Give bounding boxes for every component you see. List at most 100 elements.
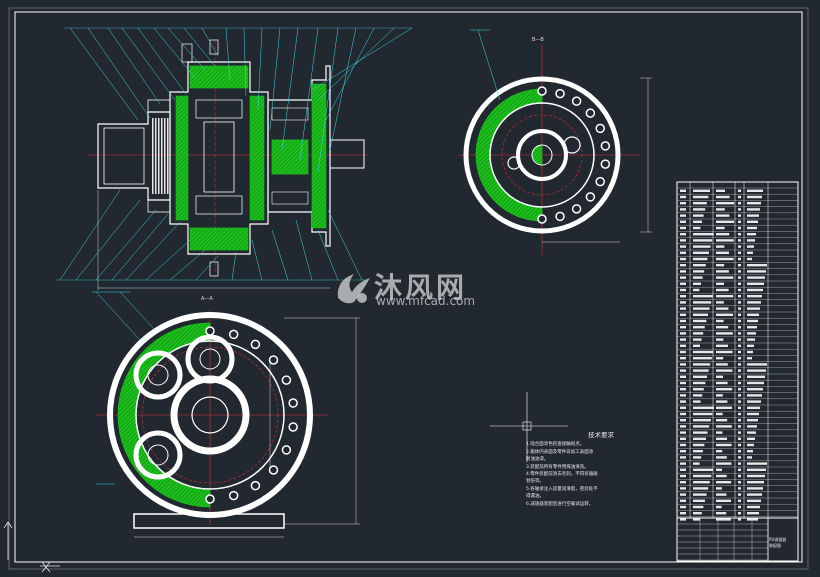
parts-list-cell-mat [747, 301, 761, 304]
part-leader-bottom [169, 249, 206, 281]
parts-list-cell-name [716, 226, 725, 230]
aa-bolt-hole [281, 375, 292, 385]
parts-list-cell-qty [738, 220, 741, 223]
bearing-cap-bottom [147, 199, 171, 213]
parts-list-cell-code [693, 251, 709, 254]
parts-list-cell-qty [738, 338, 741, 341]
ucs-y-arrow [3, 521, 9, 529]
parts-list-cell-name [716, 344, 728, 347]
bb-bolt-hole [555, 211, 565, 222]
parts-list-cell-no [680, 214, 686, 217]
parts-list-cell-name [716, 474, 727, 478]
parts-list-cell-code [693, 350, 714, 354]
parts-list-cell-no [680, 375, 686, 378]
parts-list-cell-no [680, 357, 686, 360]
part-leader-top [325, 27, 375, 121]
parts-list-cell-qty [738, 505, 741, 509]
parts-list-cell-name [716, 468, 722, 471]
sheet-border [14, 11, 803, 563]
section-bb-view [458, 29, 652, 255]
title-block-name-line1: RV减速器 [769, 537, 787, 542]
parts-list-cell-code [693, 326, 705, 329]
parts-list-cell-name [716, 239, 734, 242]
parts-list-cell-code [693, 344, 700, 347]
parts-list-cell-name [716, 189, 725, 192]
ucs-y-arrow [7, 521, 13, 529]
part-leader-bottom [271, 229, 289, 281]
bb-shaft-section [531, 144, 543, 166]
parts-list-cell-mat [747, 251, 753, 254]
parts-list-cell-qty [738, 381, 741, 385]
bb-shaft [531, 144, 553, 166]
parts-list-cell-no [680, 419, 686, 422]
aa-planet-bore [147, 364, 169, 386]
part-leader-top [107, 27, 161, 105]
parts-list-cell-mat [747, 437, 755, 440]
aa-planet-bore [147, 444, 169, 466]
part-leader-top [311, 27, 413, 91]
parts-list-cell-mat [747, 518, 758, 521]
tech-req-item: 3.装配前所有零件用煤油清洗。 [526, 464, 589, 470]
output-flange [311, 83, 327, 229]
parts-list-cell-code [693, 208, 706, 211]
parts-list-cell-code [693, 450, 703, 453]
parts-list-cell-mat [747, 276, 765, 279]
parts-list-cell-name [716, 233, 730, 236]
parts-list-cell-name [716, 350, 733, 354]
aa-bolt-hole [250, 480, 261, 491]
parts-list-cell-mat [747, 431, 756, 434]
bb-bolt-hole [571, 204, 582, 214]
parts-list-cell-qty [738, 189, 741, 192]
bb-hub-ring [516, 129, 568, 181]
top-plug [209, 39, 219, 55]
parts-list-cell-no [680, 505, 686, 509]
parts-list-cell-no [680, 338, 686, 341]
watermark-name: 沐风网 [374, 271, 468, 304]
parts-list-cell-mat [747, 245, 754, 248]
parts-list-cell-mat [747, 313, 759, 316]
parts-list-cell-name [716, 338, 724, 341]
parts-list-cell-mat [747, 357, 752, 360]
parts-list-cell-qty [738, 257, 741, 261]
output-shaft [329, 139, 365, 169]
bb-bolt-hole [571, 96, 582, 106]
parts-list-cell-no [680, 493, 686, 496]
parts-list-cell-no [680, 307, 686, 310]
bb-bolt-hole [585, 108, 596, 118]
parts-list-cell-mat [747, 369, 766, 372]
parts-list-cell-mat [747, 419, 758, 422]
parts-list-cell-code [693, 493, 707, 496]
parts-list-cell-no [680, 226, 686, 230]
parts-list-cell-qty [738, 301, 741, 304]
parts-list-cell-code [693, 233, 714, 236]
seal-marks [152, 118, 154, 194]
parts-list-cell-code [693, 400, 701, 403]
parts-list-cell-qty [738, 412, 741, 416]
parts-list-cell-name [716, 369, 733, 372]
bb-bolt-hole [555, 88, 565, 99]
aa-shaft [191, 396, 229, 434]
parts-list-cell-no [680, 381, 686, 385]
parts-list-cell-no [680, 462, 686, 465]
aa-planet-gear [133, 430, 183, 480]
parts-list-cell-name [716, 388, 733, 391]
parts-list-cell-name [716, 202, 735, 205]
parts-list-cell-qty [738, 512, 741, 515]
parts-list-cell-mat [747, 462, 767, 465]
parts-list-cell-code [693, 257, 708, 261]
part-leader-bottom [125, 221, 181, 281]
part-leader-top [329, 27, 357, 151]
parts-list-cell-mat [747, 233, 756, 236]
parts-list-cell-mat [747, 195, 762, 199]
parts-list-cell-qty [738, 363, 741, 366]
parts-list-cell-qty [738, 499, 741, 502]
part-leader-top [299, 27, 319, 161]
parts-list-cell-no [680, 388, 686, 391]
parts-list-cell-no [680, 400, 686, 403]
parts-list-cell-mat [747, 375, 765, 378]
parts-list-cell-no [680, 406, 686, 409]
aa-planet-bore [199, 348, 221, 370]
aa-bolt-hole [228, 329, 239, 340]
aa-leader [119, 291, 156, 331]
parts-list-cell-qty [738, 319, 741, 323]
